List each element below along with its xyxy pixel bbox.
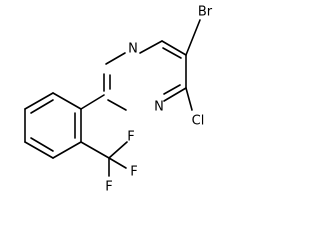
bond-c-f-right [108, 157, 127, 169]
bond-n3-c4 [139, 40, 163, 54]
bond-pyrimidine-phenyl [80, 94, 105, 110]
atom-label-chlorine: Cl [192, 114, 205, 129]
atom-label-bromine: Br [198, 5, 213, 20]
bond-n1-c6 [107, 99, 127, 111]
bond-c6-cl [185, 87, 193, 111]
bond-c5-br [185, 19, 201, 56]
atom-label-nitrogen-1: N [154, 100, 164, 115]
atom-label-fluorine-top: F [127, 130, 134, 145]
atom-label-fluorine-bottom: F [105, 180, 112, 195]
bond-ph-c5-c6-inner [30, 99, 54, 114]
bond-phenyl-cf3 [80, 141, 110, 159]
bond-ph-c5-c6 [24, 92, 54, 110]
bond-ph-c3-c4-inner [30, 137, 54, 152]
bond-ph-c2-c3 [52, 141, 82, 159]
bond-ph-c3-c4 [24, 141, 54, 159]
atom-label-nitrogen-3: N [128, 42, 138, 57]
bond-ph-c6-c1 [52, 92, 82, 110]
bond-c4-c5-inner [162, 47, 182, 59]
bond-c6-n1-inner [163, 84, 181, 95]
bond-c6-n1 [163, 87, 187, 102]
bond-c2-n3 [105, 52, 126, 65]
chemical-structure-diagram: Br Cl N N F F F [24, 5, 213, 195]
atom-label-fluorine-right: F [130, 165, 137, 180]
bond-c4-c5 [161, 40, 187, 56]
bond-c-f-top [108, 141, 128, 159]
